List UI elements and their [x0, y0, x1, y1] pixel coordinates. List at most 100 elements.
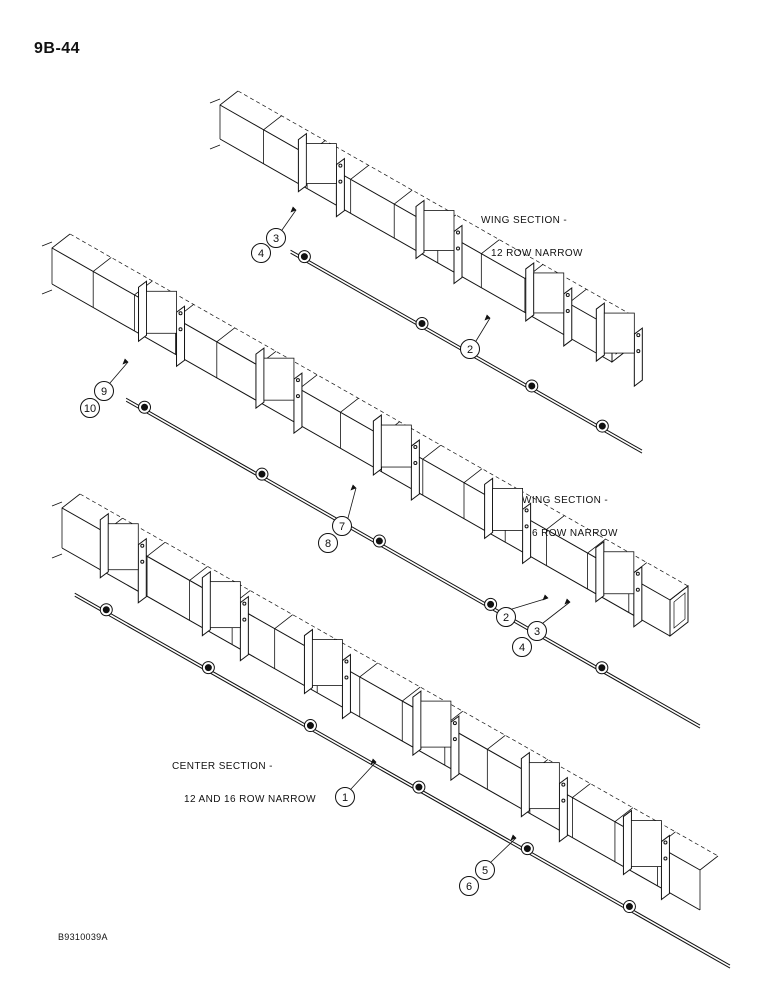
clamp-band — [587, 538, 606, 590]
bolt — [338, 179, 343, 184]
bearing-hub — [204, 664, 212, 672]
callout-3: 3 — [527, 598, 571, 641]
clamp-band — [480, 239, 500, 288]
bolt — [242, 601, 247, 606]
callout-arrowhead — [290, 206, 297, 213]
callout-2: 2 — [460, 314, 491, 359]
bearing-hub — [625, 903, 633, 911]
mounting-bracket — [453, 224, 463, 285]
clamp-band — [546, 515, 565, 566]
tube-bottom-edge — [61, 547, 701, 911]
section-label-line1: WING SECTION - — [522, 495, 609, 506]
callout-number: 4 — [519, 642, 525, 654]
bearing-hub — [141, 403, 149, 411]
row-unit-plate — [107, 523, 139, 571]
bolt — [178, 311, 183, 316]
callout-number: 5 — [482, 865, 488, 877]
row-unit-plate — [423, 210, 455, 251]
section-label-center: CENTER SECTION - 12 AND 16 ROW NARROW — [172, 739, 316, 827]
callout-balloon — [459, 876, 479, 896]
mounting-bracket — [484, 477, 494, 540]
callout-4: 4 — [512, 637, 532, 657]
bearing-hub — [102, 606, 110, 614]
callout-arrowhead — [484, 314, 491, 321]
callout-balloon — [512, 637, 532, 657]
callout-balloon — [94, 381, 114, 401]
callout-leader — [511, 597, 549, 610]
mounting-bracket — [415, 199, 425, 260]
bolt — [456, 246, 460, 251]
wing-16-assembly — [41, 233, 701, 729]
bolt — [242, 617, 247, 622]
mounting-bracket — [341, 653, 351, 720]
clamp-band — [699, 855, 719, 910]
callout-arrowhead — [510, 834, 517, 841]
mounting-bracket — [595, 302, 605, 363]
callout-leader — [475, 317, 491, 342]
bolt — [524, 524, 529, 529]
bolt — [636, 333, 641, 338]
bolt — [178, 327, 183, 332]
callout-arrowhead — [542, 594, 549, 601]
bearing-hub — [528, 382, 536, 390]
mounting-bracket — [335, 157, 345, 218]
section-label-wing-12: WING SECTION - 12 ROW NARROW — [481, 193, 583, 281]
section-label-line2: 12 AND 16 ROW NARROW — [184, 794, 316, 805]
callout-leader — [281, 209, 297, 231]
callout-arrowhead — [564, 598, 571, 605]
mounting-bracket — [633, 327, 643, 388]
mounting-bracket — [595, 540, 605, 603]
callout-4: 4 — [251, 243, 271, 263]
mounting-bracket — [137, 537, 147, 604]
callout-number: 4 — [258, 248, 264, 260]
callout-1: 1 — [335, 758, 377, 807]
clamp-band — [614, 807, 634, 862]
bolt — [140, 543, 145, 548]
callout-balloon — [335, 787, 355, 807]
mounting-bracket — [558, 776, 568, 843]
callout-number: 3 — [273, 233, 279, 245]
callout-balloon — [80, 398, 100, 418]
bolt — [565, 292, 570, 297]
tube-back-edge — [79, 493, 719, 857]
drive-shaft-lower — [74, 595, 731, 969]
mounting-bracket — [138, 280, 148, 343]
callout-number: 2 — [503, 612, 509, 624]
clamp-band — [146, 541, 166, 597]
callout-leader — [350, 761, 377, 790]
bolt — [295, 378, 300, 383]
callout-3: 3 — [266, 206, 297, 248]
clamp-band — [422, 444, 442, 496]
mounting-bracket — [660, 834, 670, 901]
callout-leader — [347, 487, 357, 519]
bolt — [456, 230, 460, 235]
row-unit-plate — [631, 820, 662, 867]
clamp-band — [401, 686, 421, 742]
tube-top-edge — [61, 507, 701, 871]
mounting-bracket — [293, 372, 303, 435]
callout-7: 7 — [332, 484, 357, 536]
bolt — [635, 587, 640, 592]
bearing-hub — [258, 470, 266, 478]
bolt — [413, 445, 418, 450]
row-unit-plate — [420, 700, 452, 748]
bolt — [561, 782, 566, 787]
clamp-band — [274, 614, 293, 669]
clamp-band — [524, 264, 544, 313]
mounting-bracket — [622, 809, 632, 876]
row-unit-plate — [533, 272, 565, 314]
callout-number: 10 — [84, 403, 96, 415]
callout-leader — [542, 601, 571, 624]
clamp-band — [350, 165, 369, 214]
callout-arrowhead — [122, 358, 129, 365]
bolt — [635, 571, 640, 576]
mounting-bracket — [410, 439, 420, 502]
row-unit-plate — [380, 424, 412, 468]
row-unit-plate — [209, 581, 241, 629]
callout-balloon — [332, 516, 352, 536]
row-unit-plate — [263, 357, 295, 401]
bolt — [561, 798, 566, 803]
tube-end-opening — [673, 592, 686, 629]
